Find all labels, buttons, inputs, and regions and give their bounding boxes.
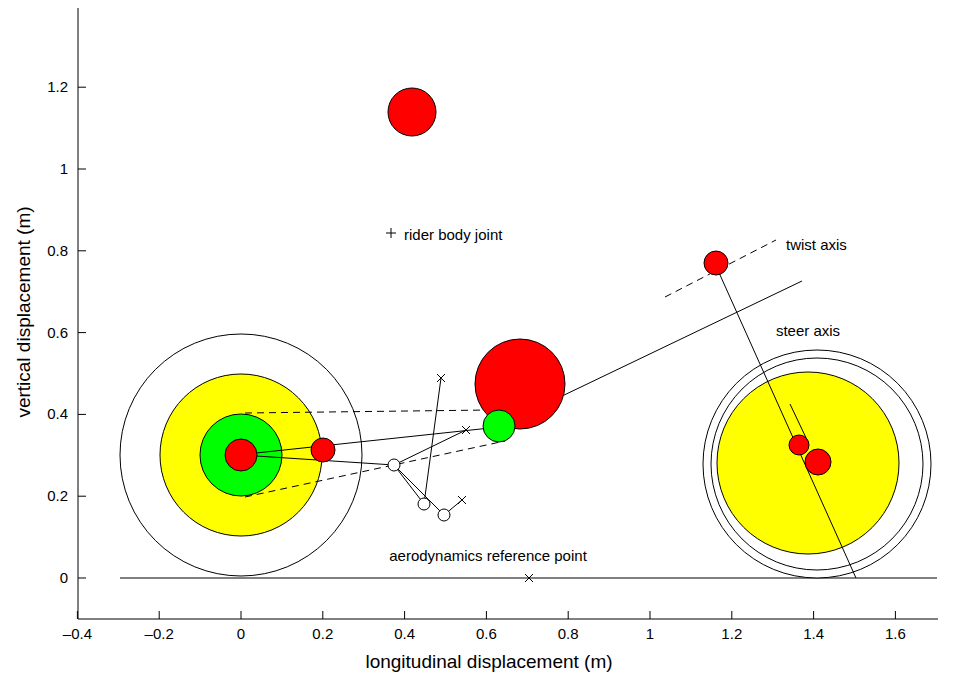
y-tick-label: 0 bbox=[60, 570, 68, 587]
axis-title: vertical displacement (m) bbox=[14, 206, 35, 417]
swing-arm bbox=[245, 410, 505, 497]
steer-axis-line bbox=[716, 266, 856, 578]
x-tick bbox=[731, 611, 732, 619]
y-tick bbox=[78, 250, 86, 251]
x-tick bbox=[568, 611, 569, 619]
frame-lines bbox=[256, 281, 802, 515]
x-tick-label: 1.6 bbox=[885, 626, 906, 643]
x-tick bbox=[159, 611, 160, 619]
y-tick-label: 1.2 bbox=[47, 79, 68, 96]
x-tick-label: 0.4 bbox=[394, 626, 415, 643]
x-tick bbox=[404, 611, 405, 619]
x-tick bbox=[895, 611, 896, 619]
y-tick bbox=[78, 414, 86, 415]
y-tick bbox=[78, 87, 86, 88]
twist-axis-line bbox=[665, 240, 776, 297]
x-tick-label: 0.8 bbox=[558, 626, 579, 643]
x-tick bbox=[322, 611, 323, 619]
y-axis bbox=[78, 8, 79, 619]
x-tick-label: –0.4 bbox=[63, 626, 92, 643]
annotation-label: steer axis bbox=[776, 323, 840, 340]
y-tick-label: 0.8 bbox=[47, 243, 68, 260]
y-tick bbox=[78, 332, 86, 333]
x-tick-label: –0.2 bbox=[145, 626, 174, 643]
x-tick-label: 0.6 bbox=[476, 626, 497, 643]
y-tick-label: 1 bbox=[60, 161, 68, 178]
x-tick bbox=[77, 611, 78, 619]
x-tick-label: 0 bbox=[237, 626, 245, 643]
annotation-label: twist axis bbox=[786, 237, 847, 254]
front-wheel bbox=[703, 350, 931, 578]
linkage-joints bbox=[388, 459, 450, 521]
axis-title: longitudinal displacement (m) bbox=[365, 652, 612, 673]
y-tick-label: 0.2 bbox=[47, 488, 68, 505]
x-axis bbox=[78, 619, 938, 620]
x-tick-label: 1 bbox=[646, 626, 654, 643]
annotation-label: aerodynamics reference point bbox=[389, 548, 587, 565]
annotation-label: rider body joint bbox=[404, 227, 502, 244]
y-tick-label: 0.4 bbox=[47, 406, 68, 423]
y-tick bbox=[78, 496, 86, 497]
x-tick bbox=[241, 611, 242, 619]
y-tick bbox=[78, 169, 86, 170]
x-tick-label: 1.4 bbox=[803, 626, 824, 643]
x-tick-label: 1.2 bbox=[721, 626, 742, 643]
rear-wheel bbox=[120, 334, 362, 576]
y-tick-label: 0.6 bbox=[47, 324, 68, 341]
mass-points bbox=[311, 88, 831, 475]
y-tick bbox=[78, 578, 86, 579]
x-tick bbox=[486, 611, 487, 619]
x-tick-label: 0.2 bbox=[312, 626, 333, 643]
x-tick bbox=[813, 611, 814, 619]
x-tick bbox=[650, 611, 651, 619]
